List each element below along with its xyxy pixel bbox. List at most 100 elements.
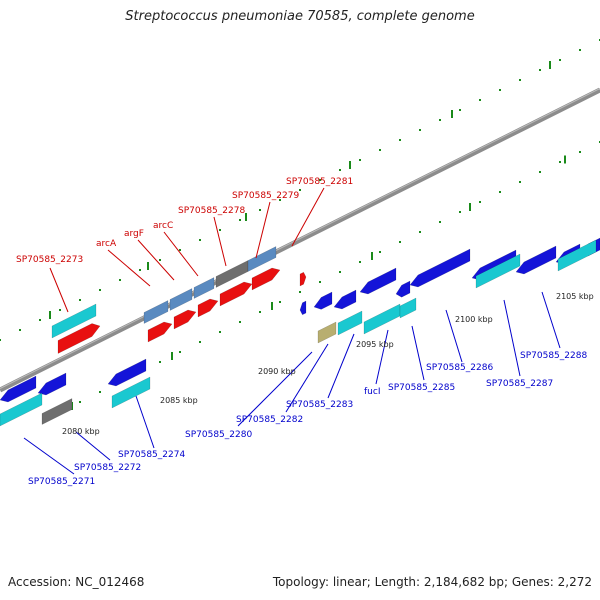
minor-tick-dot — [379, 251, 381, 253]
gene-label-bottom: SP70585_2283 — [286, 400, 353, 410]
leader-line-bottom — [445, 309, 463, 363]
minor-tick-dot — [239, 321, 241, 323]
genome-backbone — [0, 87, 600, 393]
minor-tick-dot — [139, 269, 141, 271]
leader-line-top — [163, 231, 199, 277]
minor-tick-dot — [279, 199, 281, 201]
gene-arrow — [0, 375, 37, 403]
gene-label-top: SP70585_2278 — [178, 206, 245, 216]
major-tick — [371, 252, 373, 260]
minor-tick-dot — [519, 79, 521, 81]
major-tick — [271, 302, 273, 310]
minor-tick-dot — [379, 149, 381, 151]
minor-tick-dot — [339, 169, 341, 171]
gene-label-bottom: SP70585_2282 — [236, 415, 303, 425]
label-leader-lines — [23, 187, 561, 475]
gene-label-top: arcA — [96, 239, 117, 249]
tick-label: 2100 kbp — [455, 315, 493, 324]
leader-line-bottom — [285, 343, 329, 413]
minor-tick-dot — [299, 189, 301, 191]
minor-tick-dot — [319, 179, 321, 181]
minor-tick-dot — [499, 191, 501, 193]
gene-label-bottom: SP70585_2286 — [426, 363, 493, 373]
gene-label-bottom: SP70585_2272 — [74, 463, 141, 473]
gene-label-bottom: SP70585_2271 — [28, 477, 95, 487]
gene-label-top: SP70585_2281 — [286, 177, 353, 187]
minor-tick-dot — [279, 301, 281, 303]
leader-line-bottom — [503, 299, 521, 377]
leader-line-top — [213, 216, 227, 267]
minor-tick-dots — [0, 39, 600, 413]
minor-tick-dot — [259, 209, 261, 211]
minor-tick-dot — [219, 229, 221, 231]
minor-tick-dot — [419, 129, 421, 131]
minor-tick-dot — [539, 171, 541, 173]
leader-line-top — [291, 187, 325, 247]
gene-arrow — [299, 271, 307, 287]
gene-label-top: SP70585_2279 — [232, 191, 299, 201]
minor-tick-dot — [179, 249, 181, 251]
gene-arrow — [399, 297, 417, 319]
minor-tick-dot — [159, 361, 161, 363]
minor-tick-dot — [79, 401, 81, 403]
gene-arrow — [57, 323, 101, 354]
gene-arrow — [219, 281, 253, 307]
minor-tick-dot — [559, 59, 561, 61]
leader-line-bottom — [411, 325, 425, 381]
leader-line-bottom — [75, 431, 111, 461]
leader-line-top — [49, 267, 69, 313]
minor-tick-dot — [479, 99, 481, 101]
gene-arrow — [359, 267, 397, 295]
minor-tick-dot — [459, 109, 461, 111]
minor-tick-dot — [399, 241, 401, 243]
tick-label: 2080 kbp — [62, 427, 100, 436]
genome-summary-text: Topology: linear; Length: 2,184,682 bp; … — [272, 575, 592, 589]
gene-arrow — [515, 245, 557, 275]
minor-tick-dot — [559, 161, 561, 163]
minor-tick-dot — [39, 319, 41, 321]
tick-label: 2085 kbp — [160, 396, 198, 405]
gene-arrow — [475, 253, 521, 289]
leader-line-bottom — [23, 437, 75, 475]
accession-text: Accession: NC_012468 — [8, 575, 145, 589]
minor-tick-dot — [399, 139, 401, 141]
backbone-highlight — [0, 88, 600, 389]
tick-label: 2090 kbp — [258, 367, 296, 376]
major-tick — [171, 352, 173, 360]
minor-tick-dot — [479, 201, 481, 203]
major-tick — [349, 161, 351, 169]
minor-tick-dot — [359, 261, 361, 263]
minor-tick-dot — [0, 339, 1, 341]
minor-tick-dot — [499, 89, 501, 91]
major-tick — [49, 311, 51, 319]
tick-label: 2105 kbp — [556, 292, 594, 301]
minor-tick-dot — [59, 309, 61, 311]
minor-tick-dot — [319, 281, 321, 283]
minor-tick-dot — [579, 49, 581, 51]
gene-arrow — [557, 239, 597, 272]
gene-label-bottom: SP70585_2280 — [185, 430, 252, 440]
gene-arrow — [197, 298, 219, 318]
major-tick — [245, 213, 247, 221]
minor-tick-dot — [199, 239, 201, 241]
leader-line-bottom — [541, 291, 561, 349]
leader-line-bottom — [237, 351, 313, 427]
minor-tick-dot — [219, 331, 221, 333]
tick-label: 2095 kbp — [356, 340, 394, 349]
gene-label-bottom: SP70585_2287 — [486, 379, 553, 389]
leader-line-top — [137, 239, 175, 281]
gene-arrow — [143, 300, 169, 324]
leader-line-top — [255, 201, 271, 259]
minor-tick-dot — [159, 259, 161, 261]
leader-line-bottom — [375, 329, 389, 385]
minor-tick-dot — [99, 391, 101, 393]
gene-arrow — [37, 372, 67, 396]
gene-arrow — [299, 300, 307, 316]
minor-tick-dot — [299, 291, 301, 293]
gene-arrow — [333, 289, 357, 310]
gene-arrow — [0, 392, 43, 427]
major-tick — [147, 262, 149, 270]
gene-arrow — [337, 310, 363, 336]
gene-arrow — [247, 246, 277, 272]
